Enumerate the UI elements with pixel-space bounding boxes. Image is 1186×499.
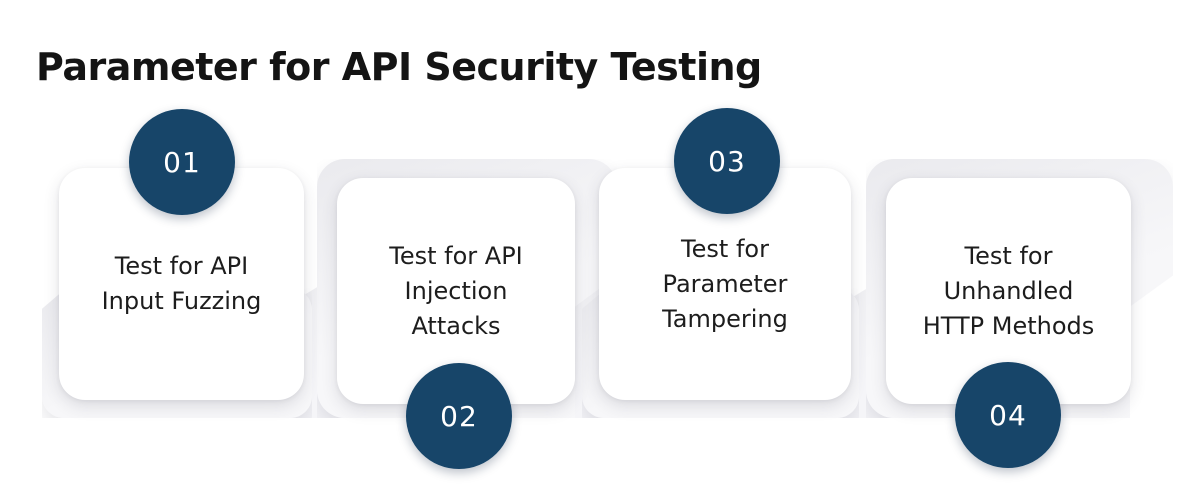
step-number-circle: 04 xyxy=(955,362,1061,468)
step-number-2: 02 xyxy=(440,399,478,433)
step-number-circle: 01 xyxy=(129,109,235,215)
step-label-4: Test for Unhandled HTTP Methods xyxy=(922,241,1095,340)
step-number-3: 03 xyxy=(708,144,746,178)
step-card-1: Test for API Input Fuzzing xyxy=(59,168,304,400)
step-number-circle: 03 xyxy=(674,108,780,214)
step-label-2: Test for API Injection Attacks xyxy=(389,241,523,340)
step-number-1: 01 xyxy=(163,145,201,179)
step-number-circle: 02 xyxy=(406,363,512,469)
step-label-1: Test for API Input Fuzzing xyxy=(101,252,262,315)
step-label-3: Test for Parameter Tampering xyxy=(662,234,788,333)
step-number-4: 04 xyxy=(989,398,1027,432)
page-title: Parameter for API Security Testing xyxy=(36,45,762,90)
